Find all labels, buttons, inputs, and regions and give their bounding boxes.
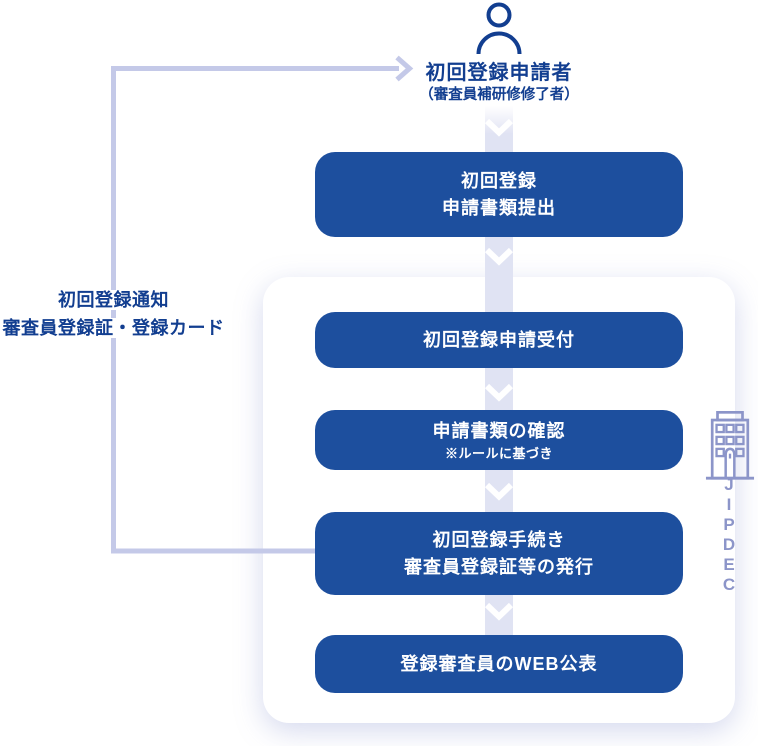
- chevron-down-icon: [485, 383, 513, 402]
- step-registration-procedure: 初回登録手続き 審査員登録証等の発行: [315, 512, 683, 595]
- actor-name: 初回登録申請者: [425, 62, 573, 84]
- step-label: 審査員登録証等の発行: [404, 556, 594, 577]
- org-letter: I: [726, 495, 732, 514]
- step-document-check: 申請書類の確認 ※ルールに基づき: [315, 410, 683, 470]
- step-initial-registration-document-submission: 初回登録 申請書類提出: [315, 152, 683, 237]
- jipdec-vertical-label: J I P D E C: [716, 475, 742, 595]
- step-label: 申請書類の確認: [432, 421, 566, 441]
- org-letter: J: [724, 475, 734, 494]
- feedback-note: 初回登録通知 審査員登録証・登録カード: [0, 286, 227, 342]
- step-application-reception: 初回登録申請受付: [315, 312, 683, 368]
- person-icon: [476, 2, 522, 54]
- org-letter: C: [722, 575, 736, 594]
- step-note: ※ルールに基づき: [444, 446, 553, 461]
- step-web-publication: 登録審査員のWEB公表: [315, 635, 683, 693]
- step-label: 登録審査員のWEB公表: [400, 653, 598, 674]
- actor-qualifier: （審査員補研修修了者）: [419, 87, 579, 103]
- building-icon: [705, 411, 755, 480]
- chevron-down-icon: [485, 118, 513, 137]
- step-label: 初回登録: [461, 170, 537, 191]
- feedback-note-line1: 初回登録通知: [56, 290, 171, 310]
- step-label: 初回登録手続き: [432, 529, 566, 550]
- org-letter: E: [723, 555, 735, 574]
- chevron-down-icon: [485, 247, 513, 266]
- org-letter: D: [722, 535, 736, 554]
- step-label: 申請書類提出: [442, 197, 556, 218]
- org-letter: P: [723, 515, 735, 534]
- chevron-down-icon: [485, 482, 513, 501]
- step-label: 初回登録申請受付: [423, 329, 575, 350]
- feedback-note-line2: 審査員登録証・登録カード: [0, 318, 227, 338]
- chevron-down-icon: [485, 602, 513, 621]
